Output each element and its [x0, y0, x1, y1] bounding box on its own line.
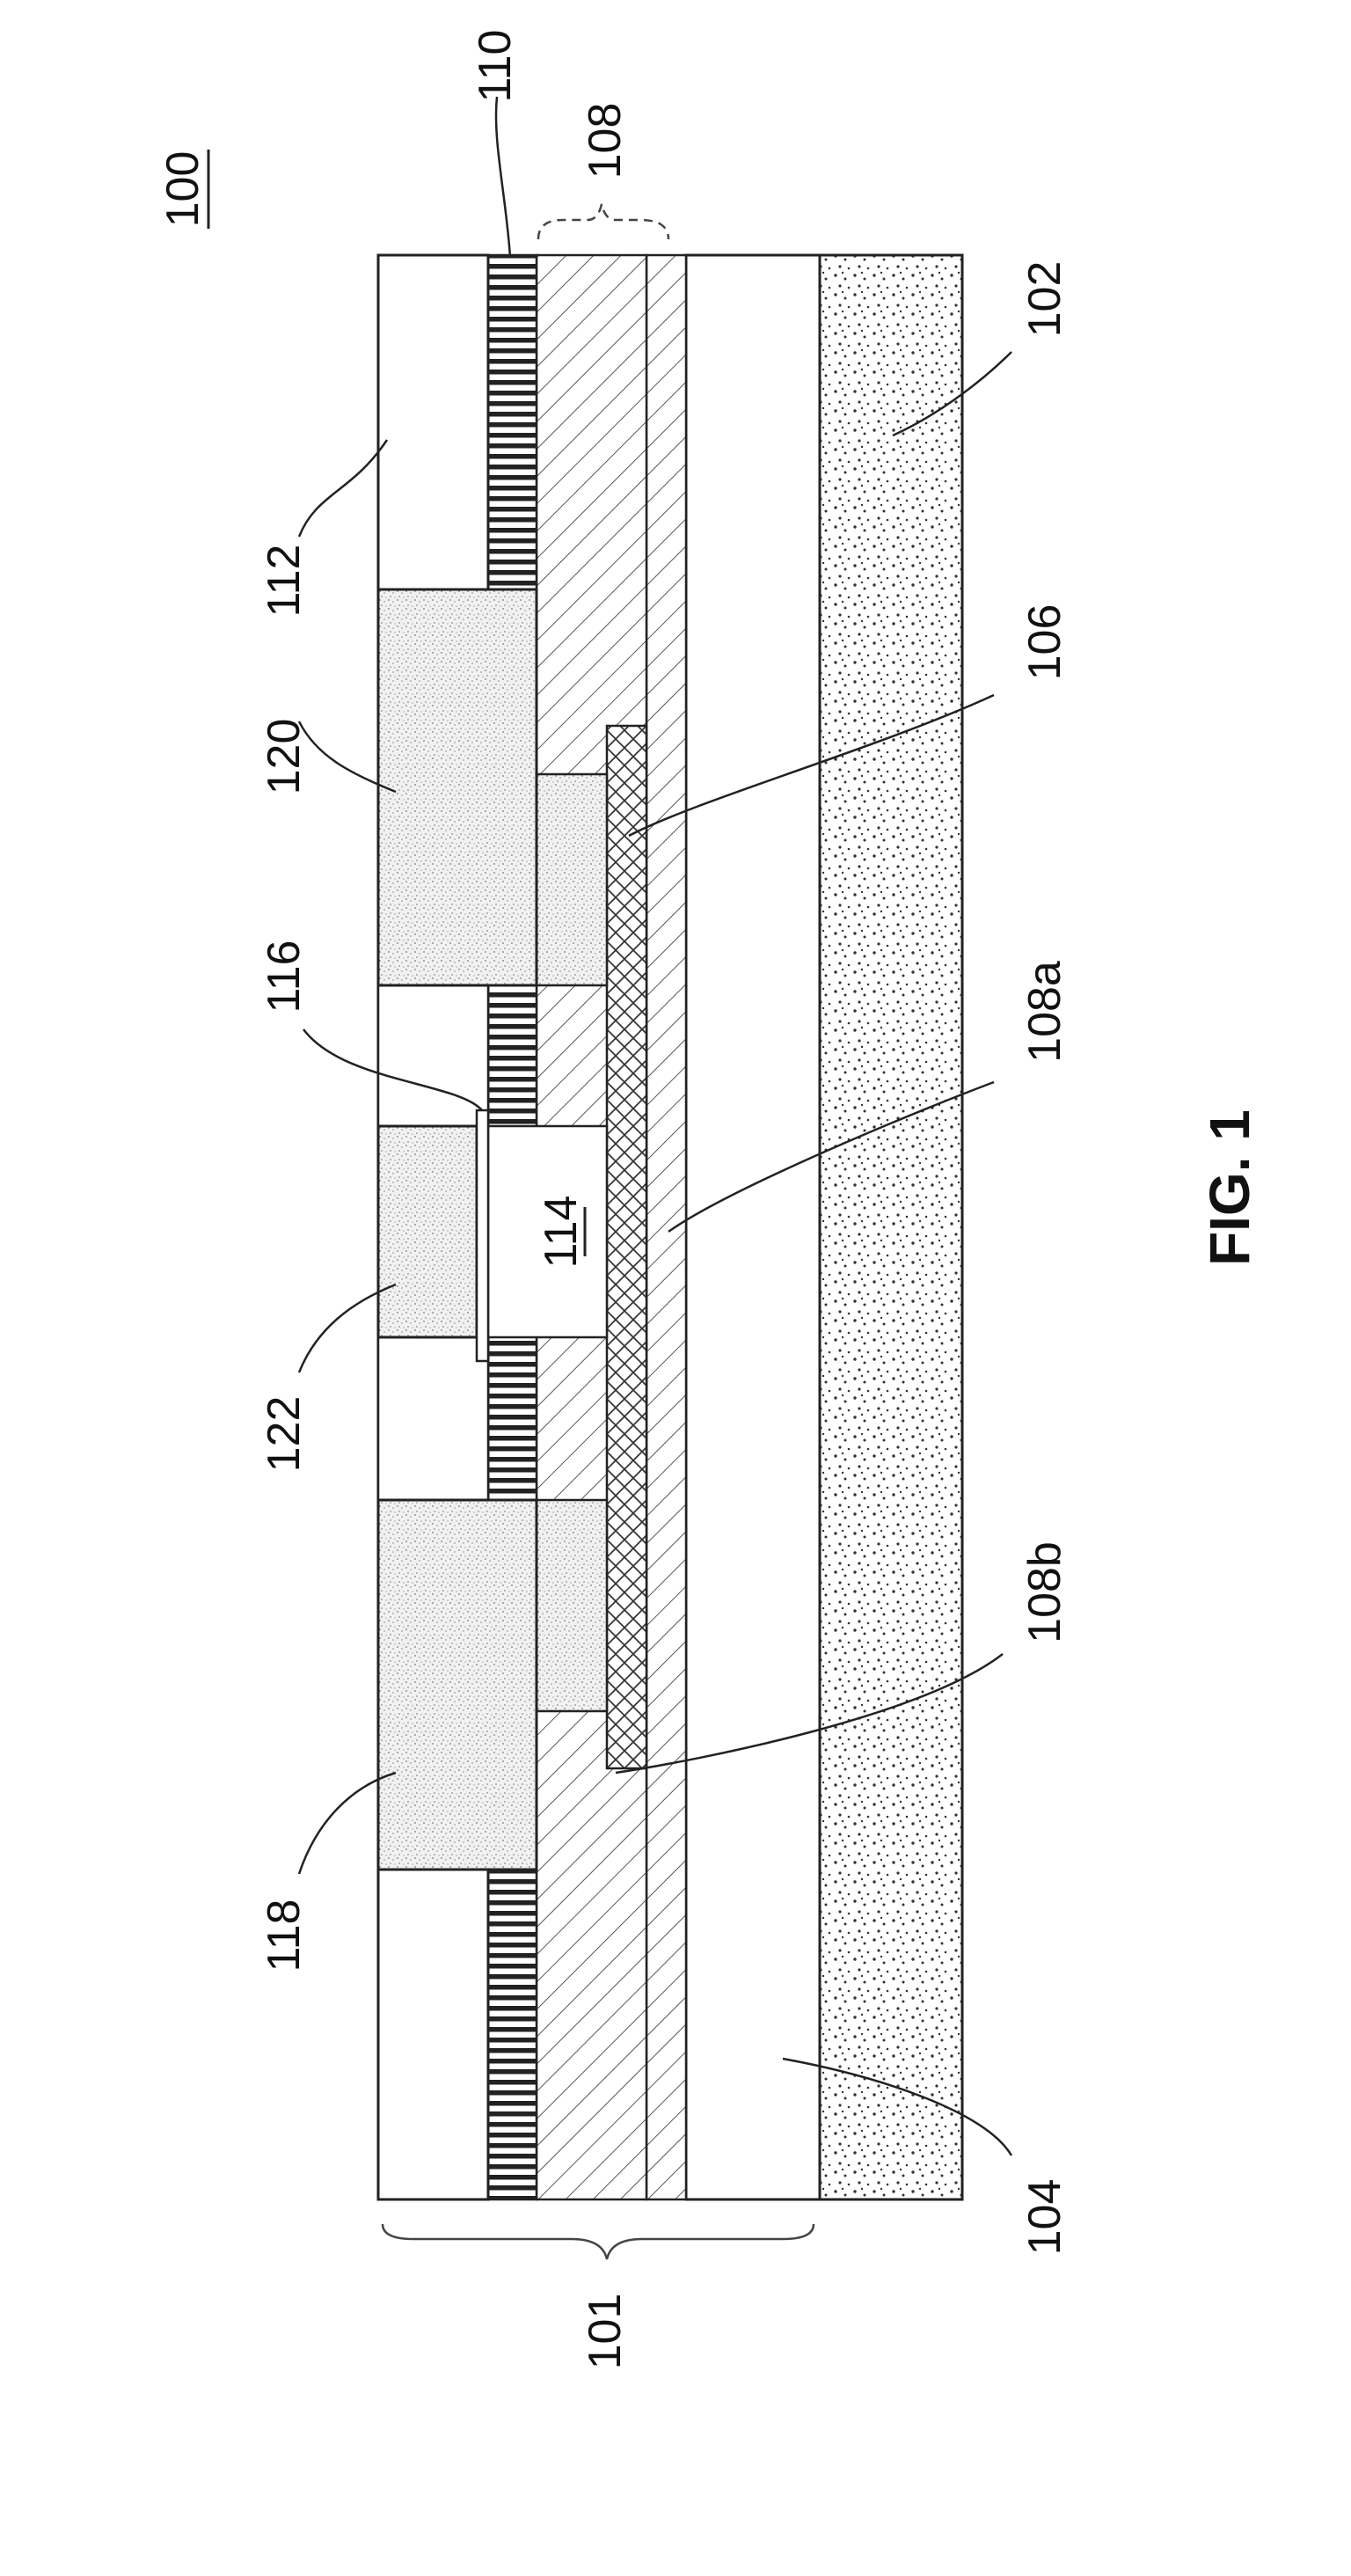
label-101: 101: [580, 2294, 631, 2370]
contact-120-lower: [537, 774, 607, 985]
layer-106: [607, 726, 646, 1768]
layer-112-gap-left: [378, 985, 488, 1126]
label-120: 120: [259, 719, 310, 795]
label-100: 100: [157, 151, 208, 228]
brace-108: [538, 204, 668, 239]
contact-118-lower: [537, 1500, 607, 1711]
layer-108a: [646, 255, 686, 2199]
leader-112: [299, 440, 387, 537]
label-106: 106: [1019, 604, 1070, 681]
label-112: 112: [259, 545, 310, 618]
gate-dielectric-116: [477, 1110, 488, 1361]
label-102: 102: [1019, 261, 1070, 338]
device-cross-section: 114: [378, 255, 962, 2199]
label-108a: 108a: [1019, 961, 1070, 1063]
label-108b: 108b: [1019, 1541, 1070, 1643]
contact-118: [378, 1500, 537, 1870]
contact-122: [378, 1126, 477, 1337]
figure-caption: FIG. 1: [1198, 1109, 1261, 1266]
label-108: 108: [580, 103, 631, 179]
label-104: 104: [1019, 2179, 1070, 2256]
brace-101: [383, 2224, 814, 2259]
label-110: 110: [470, 30, 521, 103]
leader-110: [496, 97, 510, 257]
label-118: 118: [259, 1899, 310, 1972]
label-116: 116: [259, 940, 310, 1014]
label-122: 122: [259, 1396, 310, 1473]
layer-112-gap-right: [378, 1337, 488, 1500]
contact-120: [378, 589, 537, 985]
substrate-102: [820, 255, 962, 2199]
layer-104: [686, 255, 820, 2199]
label-114: 114: [536, 1196, 587, 1269]
